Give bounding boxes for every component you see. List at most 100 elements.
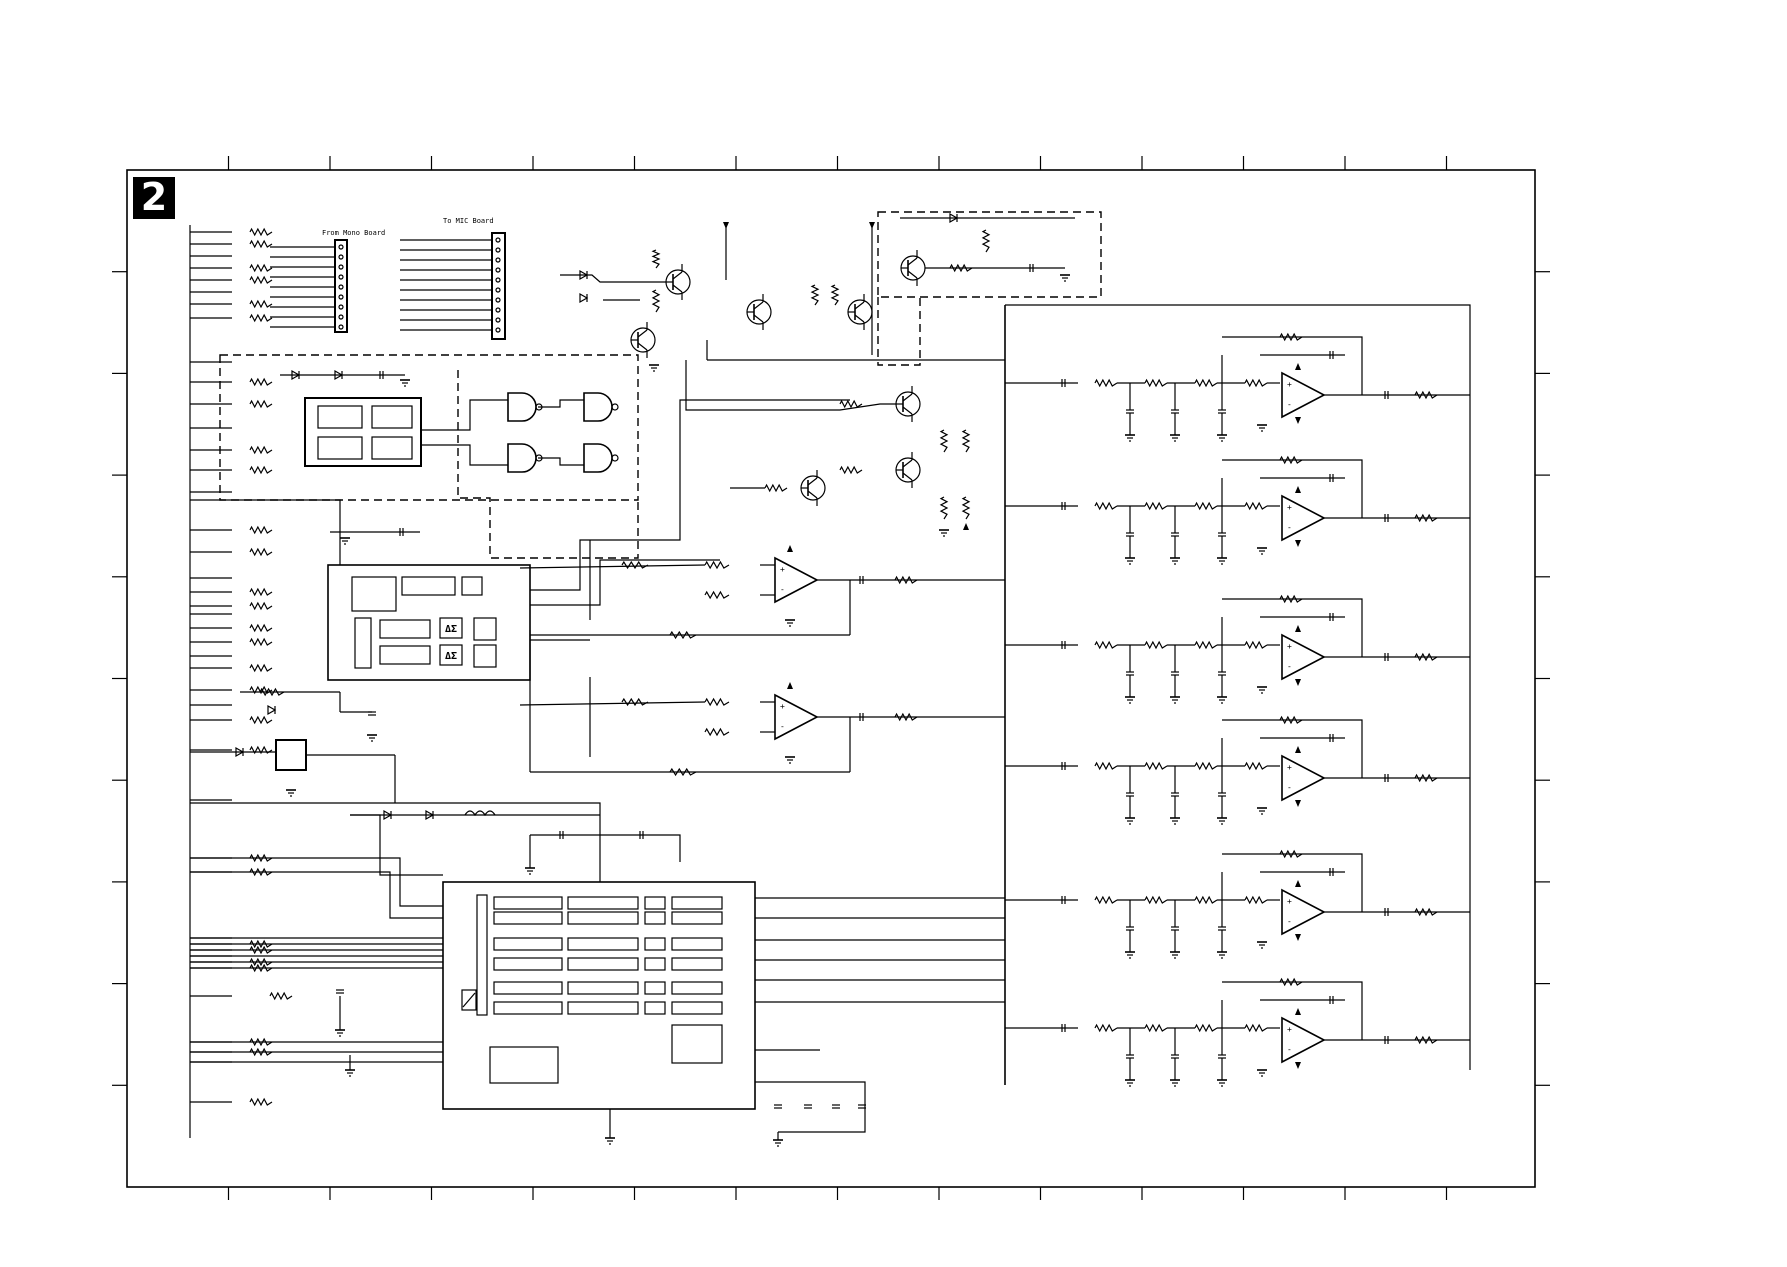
ground-symbol (1257, 1069, 1267, 1077)
svg-text:-: - (1287, 917, 1292, 926)
dsp-block (493, 896, 563, 910)
resistor (894, 575, 918, 585)
resistor (939, 429, 949, 453)
resistor (249, 445, 273, 455)
capacitor (1126, 792, 1134, 797)
capacitor (1061, 641, 1066, 649)
dsp-block (644, 981, 666, 995)
transistor (847, 294, 873, 330)
dsp-block (567, 981, 639, 995)
resistor (1094, 501, 1118, 511)
supply-arrow (1295, 417, 1301, 424)
ground-symbol (345, 1069, 355, 1077)
ground-symbol (1217, 951, 1227, 959)
transistor (895, 386, 921, 422)
resistor (651, 249, 661, 269)
ground-symbol (525, 867, 535, 875)
inductor (464, 810, 496, 817)
resistor (1094, 640, 1118, 650)
capacitor (1126, 671, 1134, 676)
supply-arrow (1295, 363, 1301, 370)
supply-arrow (787, 682, 793, 689)
resistor (830, 284, 840, 306)
from-mono-board-label: From Mono Board (322, 229, 385, 237)
ground-symbol (1060, 274, 1070, 282)
svg-text:+: + (1287, 763, 1292, 772)
dsp-block (671, 937, 723, 951)
capacitor (1171, 671, 1179, 676)
latch-block (304, 397, 422, 467)
dsp-block (567, 937, 639, 951)
logic-dashed-box (219, 354, 639, 501)
sheet-number-badge: 2 (133, 175, 175, 219)
misc-wiring (190, 369, 850, 1077)
capacitor (859, 576, 864, 584)
resistor (1414, 513, 1438, 523)
dsp-block (567, 911, 639, 925)
mid-op-amps: +-+- (519, 540, 1005, 777)
op-amp: +- (1281, 633, 1326, 681)
left-input-nets (190, 227, 273, 1107)
ground-symbol (1170, 951, 1180, 959)
svg-text:-: - (1287, 783, 1292, 792)
resistor (1194, 640, 1218, 650)
capacitor (832, 1104, 840, 1109)
svg-text:-: - (1287, 662, 1292, 671)
svg-text:-: - (1287, 1045, 1292, 1054)
capacitor (1171, 926, 1179, 931)
supply-arrow (1295, 880, 1301, 887)
resistor (1279, 715, 1303, 725)
sheet-number: 2 (141, 175, 167, 219)
nand-gate (583, 443, 613, 473)
svg-text:+: + (1287, 503, 1292, 512)
capacitor (1171, 1054, 1179, 1059)
resistor (704, 697, 730, 707)
resistor (249, 263, 273, 273)
capacitor (1171, 409, 1179, 414)
mic-board-connector: To MIC Board (400, 217, 506, 340)
transistors (560, 212, 1075, 537)
capacitor (1218, 532, 1226, 537)
ground-symbol (1125, 817, 1135, 825)
resistor (894, 712, 918, 722)
op-amp: +- (774, 556, 819, 604)
resistor (249, 275, 273, 285)
mono-board-connector: From Mono Board (270, 229, 385, 333)
resistor (1144, 640, 1168, 650)
supply-arrow (1295, 540, 1301, 547)
dsp-block (671, 911, 723, 925)
ground-symbol (1217, 434, 1227, 442)
transistor (746, 294, 772, 330)
ground-symbol (1125, 696, 1135, 704)
transistor (800, 470, 826, 506)
supply-arrow (963, 523, 969, 530)
ground-symbol (785, 756, 795, 764)
svg-text:-: - (780, 722, 785, 731)
capacitor (858, 1104, 866, 1109)
resistor (249, 547, 273, 557)
resistor (249, 601, 273, 611)
resistor (259, 687, 285, 697)
resistor (1244, 501, 1268, 511)
dsp-chip (442, 881, 756, 1110)
resistor (1279, 977, 1303, 987)
capacitor (1061, 379, 1066, 387)
capacitor (1384, 774, 1389, 782)
svg-text:-: - (780, 585, 785, 594)
dsp-block (671, 1001, 723, 1015)
resistor (1414, 773, 1438, 783)
ground-symbol (1125, 434, 1135, 442)
diode (579, 292, 589, 304)
ground-symbol (1170, 817, 1180, 825)
resistor (1194, 895, 1218, 905)
filter-stage: +- (1005, 594, 1470, 704)
ground-symbol (1217, 557, 1227, 565)
resistor (1244, 378, 1268, 388)
ground-symbol (1217, 817, 1227, 825)
regulator-box (275, 739, 307, 771)
resistor (1244, 895, 1268, 905)
capacitor (1126, 409, 1134, 414)
capacitor (1218, 671, 1226, 676)
resistor (1414, 652, 1438, 662)
